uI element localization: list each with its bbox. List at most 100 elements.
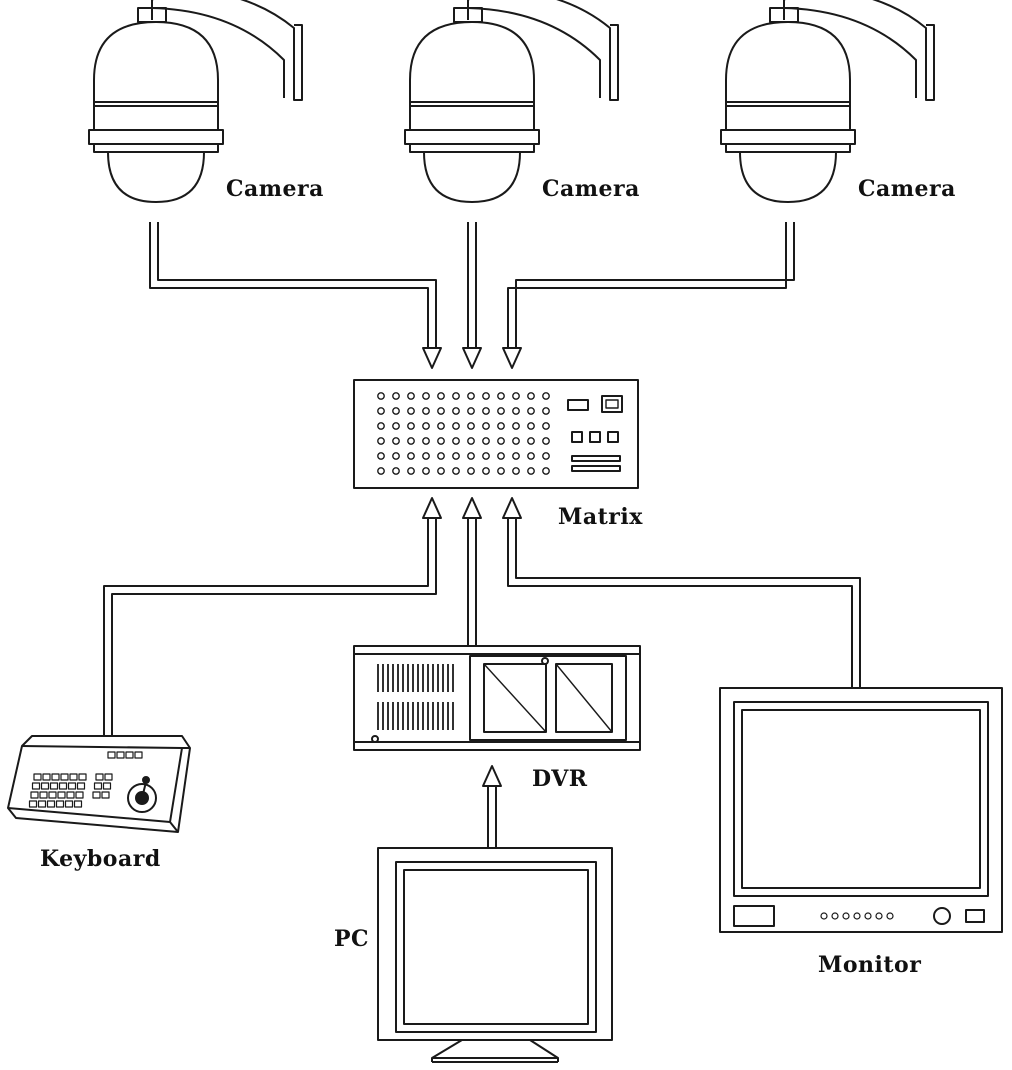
key-icon <box>134 751 143 759</box>
panel-button-icon <box>831 912 839 920</box>
key-icon <box>55 800 65 808</box>
matrix-port-icon <box>497 437 505 445</box>
matrix-port-icon <box>497 422 505 430</box>
key-icon <box>92 791 101 799</box>
matrix-port-icon <box>422 422 430 430</box>
key-icon <box>57 791 66 799</box>
matrix-port-icon <box>497 392 505 400</box>
matrix-port-icon <box>392 452 400 460</box>
key-icon <box>125 751 134 759</box>
panel-button-icon <box>886 912 894 920</box>
keyboard-label: Keyboard <box>40 846 161 872</box>
matrix-port-icon <box>527 392 535 400</box>
matrix-port-icon <box>392 437 400 445</box>
link-camera1-matrix <box>149 222 442 369</box>
link-pc-dvr <box>482 765 502 848</box>
panel-button-icon <box>875 912 883 920</box>
key-icon <box>49 782 59 790</box>
matrix-port-icon <box>422 407 430 415</box>
matrix-port-icon <box>512 437 520 445</box>
key-icon <box>64 800 74 808</box>
matrix-port-icon <box>527 422 535 430</box>
matrix-port-icon <box>512 467 520 475</box>
matrix-port-icon <box>527 452 535 460</box>
key-icon <box>93 782 103 790</box>
key-icon <box>31 782 41 790</box>
matrix-port-icon <box>527 407 535 415</box>
key-icon <box>116 751 125 759</box>
matrix-port-icon <box>482 422 490 430</box>
matrix-port-icon <box>407 452 415 460</box>
matrix-port-icon <box>512 422 520 430</box>
matrix-port-icon <box>452 452 460 460</box>
matrix-port-icon <box>467 467 475 475</box>
key-icon <box>69 773 78 781</box>
matrix-port-icon <box>407 392 415 400</box>
link-dvr-matrix <box>462 497 482 646</box>
matrix-port-icon <box>542 467 550 475</box>
matrix-port-icon <box>467 422 475 430</box>
matrix-port-icon <box>407 422 415 430</box>
matrix-port-icon <box>437 407 445 415</box>
matrix-port-icon <box>437 467 445 475</box>
key-icon <box>30 791 39 799</box>
pc-label: PC <box>334 926 369 952</box>
ptz-dome-camera-icon <box>88 0 303 203</box>
matrix-port-icon <box>407 407 415 415</box>
camera-3-label: Camera <box>858 176 956 202</box>
matrix-port-icon <box>482 437 490 445</box>
key-icon <box>75 791 84 799</box>
panel-button-icon <box>842 912 850 920</box>
key-icon <box>78 773 87 781</box>
monitor-label: Monitor <box>818 952 921 978</box>
key-icon <box>60 773 69 781</box>
matrix-label: Matrix <box>558 504 643 530</box>
camera-2 <box>404 0 619 203</box>
key-icon <box>76 782 86 790</box>
matrix-port-icon <box>542 407 550 415</box>
matrix-port-icon <box>527 467 535 475</box>
key-icon <box>102 782 112 790</box>
key-icon <box>104 773 113 781</box>
matrix-port-icon <box>422 452 430 460</box>
matrix-port-icon <box>377 407 385 415</box>
matrix-port-icon <box>392 407 400 415</box>
matrix-port-icon <box>497 452 505 460</box>
matrix-port-icon <box>392 467 400 475</box>
crt-monitor-icon <box>719 687 1003 933</box>
matrix-port-icon <box>482 452 490 460</box>
matrix-port-icon <box>407 467 415 475</box>
matrix-port-icon <box>512 452 520 460</box>
key-icon <box>73 800 83 808</box>
panel-button-icon <box>853 912 861 920</box>
key-icon <box>107 751 116 759</box>
camera-1-label: Camera <box>226 176 324 202</box>
matrix-port-icon <box>437 437 445 445</box>
matrix-port-icon <box>542 392 550 400</box>
camera-3 <box>720 0 935 203</box>
key-icon <box>39 791 48 799</box>
matrix-port-icon <box>422 467 430 475</box>
key-icon <box>33 773 42 781</box>
link-keyboard-matrix <box>103 497 442 736</box>
matrix-port-icon <box>392 422 400 430</box>
key-icon <box>95 773 104 781</box>
video-matrix-switcher-icon <box>353 379 639 489</box>
matrix-port-icon <box>452 437 460 445</box>
matrix-port-icon <box>377 422 385 430</box>
dvr-recorder-icon <box>353 645 641 751</box>
monitor-device <box>719 687 1003 933</box>
matrix-device <box>353 379 639 489</box>
camera-2-label: Camera <box>542 176 640 202</box>
matrix-port-icon <box>542 422 550 430</box>
key-icon <box>101 791 110 799</box>
matrix-port-icon <box>377 467 385 475</box>
panel-button-icon <box>820 912 828 920</box>
matrix-port-icon <box>467 437 475 445</box>
panel-button-icon <box>864 912 872 920</box>
key-icon <box>28 800 38 808</box>
matrix-port-icon <box>482 467 490 475</box>
matrix-port-icon <box>452 467 460 475</box>
matrix-port-icon <box>512 392 520 400</box>
